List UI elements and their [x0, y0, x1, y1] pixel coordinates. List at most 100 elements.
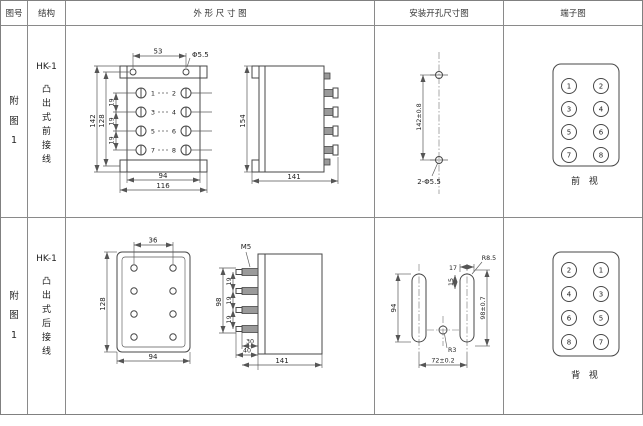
- header-mounting: 安装开孔尺寸图: [375, 1, 504, 26]
- terminal-diagram-cell-row2: 2 1 4 3 6 5 8 7 背 视: [504, 218, 642, 414]
- dim-94-rear: 94: [149, 353, 158, 361]
- dim-19-b: 19: [108, 117, 116, 125]
- terminal-diagram-front: 1 2 3 4 5 6 7 8 前 视: [552, 63, 620, 187]
- terminal-number-2: 2: [172, 90, 176, 98]
- model-label-row2: HK-1: [36, 254, 57, 264]
- dim-19-a: 19: [108, 98, 116, 106]
- header-structure: 结构: [28, 1, 66, 26]
- terminal-pin: 8: [567, 339, 571, 347]
- terminal-number-6: 6: [172, 128, 176, 136]
- dim-116: 116: [156, 182, 170, 190]
- dim-141-rear: 141: [275, 357, 288, 365]
- structure-cell-row1: HK-1 凸出式前接线: [28, 26, 66, 218]
- dim-53: 53: [154, 48, 163, 56]
- mounting-dimensions-front: 142±0.8 2-Φ5.5: [416, 74, 441, 186]
- dim-19-c: 19: [108, 136, 116, 144]
- mounting-drawing-front-wiring: 142±0.8 2-Φ5.5: [416, 52, 448, 194]
- dim-17: 17: [449, 265, 457, 272]
- dim-154: 154: [239, 114, 247, 128]
- terminal-pin: 6: [599, 129, 604, 137]
- terminal-pin: 1: [599, 267, 603, 275]
- rear-side-view-dimensions: M5 98 19 19 19 30: [215, 243, 323, 370]
- terminal-pin: 4: [567, 291, 572, 299]
- dim-128-rear: 128: [99, 297, 107, 310]
- terminal-pin: 2: [567, 267, 571, 275]
- dim-phi5-5: Φ5.5: [192, 51, 209, 59]
- rear-side-view-outline: [235, 253, 323, 355]
- terminal-pin: 8: [599, 152, 603, 160]
- mounting-drawing-rear-wiring: 17 15 R8.5 94 98±0.7: [390, 255, 496, 368]
- dim-19-rear-b: 19: [225, 296, 233, 304]
- outline-drawing-cell-row2: 36 128 94: [66, 218, 375, 414]
- dim-36: 36: [149, 237, 158, 245]
- mounting-holes-front: [430, 52, 448, 194]
- dim-30: 30: [246, 339, 254, 346]
- terminal-number-5: 5: [151, 128, 155, 136]
- dim-94: 94: [159, 172, 168, 180]
- terminal-pin: 5: [567, 129, 571, 137]
- dim-72-tol: 72±0.2: [431, 358, 454, 365]
- dim-98: 98: [215, 298, 223, 307]
- outline-drawing-cell-row1: 1 2 3 4 5 6 7 8 53 Φ5.5: [66, 26, 375, 218]
- dim-r8-5: R8.5: [482, 255, 496, 262]
- mounting-slots-rear: [411, 264, 475, 352]
- terminal-number-1: 1: [151, 90, 155, 98]
- mounting-drawing-cell-row1: 142±0.8 2-Φ5.5: [375, 26, 504, 218]
- terminal-circles-rear: 2 1 4 3 6 5 8 7: [561, 262, 609, 350]
- mounting-drawing-cell-row2: 17 15 R8.5 94 98±0.7: [375, 218, 504, 414]
- terminal-pin: 7: [567, 152, 571, 160]
- model-label-row1: HK-1: [36, 62, 57, 72]
- terminal-number-4: 4: [172, 109, 176, 117]
- terminal-pin: 5: [599, 315, 603, 323]
- terminal-circles-front: 1 2 3 4 5 6 7 8: [561, 78, 609, 163]
- structure-cell-row2: HK-1 凸出式后接线: [28, 218, 66, 414]
- terminal-block-outline: [552, 63, 620, 167]
- fig-cell-row2: 附图1: [1, 218, 28, 414]
- dim-142-tol: 142±0.8: [416, 103, 423, 130]
- header-outline: 外 形 尺 寸 图: [66, 1, 375, 26]
- fig-cell-row1: 附图1: [1, 26, 28, 218]
- rear-front-view-dimensions: 36 128 94: [99, 237, 191, 364]
- dim-19-rear-c: 19: [225, 315, 233, 323]
- side-view-dimensions: 154 141: [239, 65, 339, 184]
- terminal-pin: 3: [599, 291, 603, 299]
- terminal-number-7: 7: [151, 147, 155, 155]
- outline-drawing-rear-wiring: 36 128 94: [99, 237, 323, 370]
- dim-19-rear-a: 19: [225, 277, 233, 285]
- terminal-block-outline-rear: [552, 251, 620, 357]
- terminal-pin: 2: [599, 83, 603, 91]
- dim-15: 15: [448, 278, 455, 286]
- dim-98-tol: 98±0.7: [480, 296, 487, 319]
- terminal-pin: 1: [567, 83, 571, 91]
- terminal-diagram-cell-row1: 1 2 3 4 5 6 7 8 前 视: [504, 26, 642, 218]
- front-view-dimensions: 53 Φ5.5 19 19 19 128: [89, 48, 209, 193]
- mount-type-row2: 凸出式后接线: [42, 277, 52, 357]
- dim-2-phi5-5: 2-Φ5.5: [417, 178, 441, 186]
- mount-type-row1: 凸出式前接线: [42, 85, 52, 165]
- datasheet-table: 图号 结构 外 形 尺 寸 图 安装开孔尺寸图 端子图 附图1 HK-1 凸出式…: [0, 0, 643, 415]
- header-fig-no: 图号: [1, 1, 28, 26]
- terminal-pin: 4: [599, 106, 604, 114]
- dim-40: 40: [243, 348, 251, 355]
- terminal-view-caption-front: 前 视: [571, 175, 601, 187]
- terminal-pin: 7: [599, 339, 603, 347]
- dim-141: 141: [287, 173, 300, 181]
- fig-label-row2: 附图1: [9, 290, 19, 341]
- dim-r3: R3: [448, 347, 456, 354]
- dim-142: 142: [89, 114, 97, 127]
- dim-m5: M5: [241, 243, 252, 251]
- mounting-dimensions-rear: 17 15 R8.5 94 98±0.7: [390, 255, 496, 368]
- fig-label-row1: 附图1: [9, 96, 19, 147]
- rear-front-view-outline: [116, 251, 191, 353]
- side-view-outline: [251, 65, 339, 173]
- terminal-pin: 6: [567, 315, 572, 323]
- dim-94-slot: 94: [390, 303, 398, 312]
- front-terminal-numbers: 1 2 3 4 5 6 7 8: [151, 90, 176, 155]
- terminal-pin: 3: [567, 106, 571, 114]
- terminal-number-8: 8: [172, 147, 176, 155]
- dim-128: 128: [98, 114, 106, 127]
- terminal-number-3: 3: [151, 109, 155, 117]
- outline-drawing-front-wiring: 1 2 3 4 5 6 7 8 53 Φ5.5: [89, 48, 339, 193]
- terminal-diagram-rear: 2 1 4 3 6 5 8 7 背 视: [552, 251, 620, 381]
